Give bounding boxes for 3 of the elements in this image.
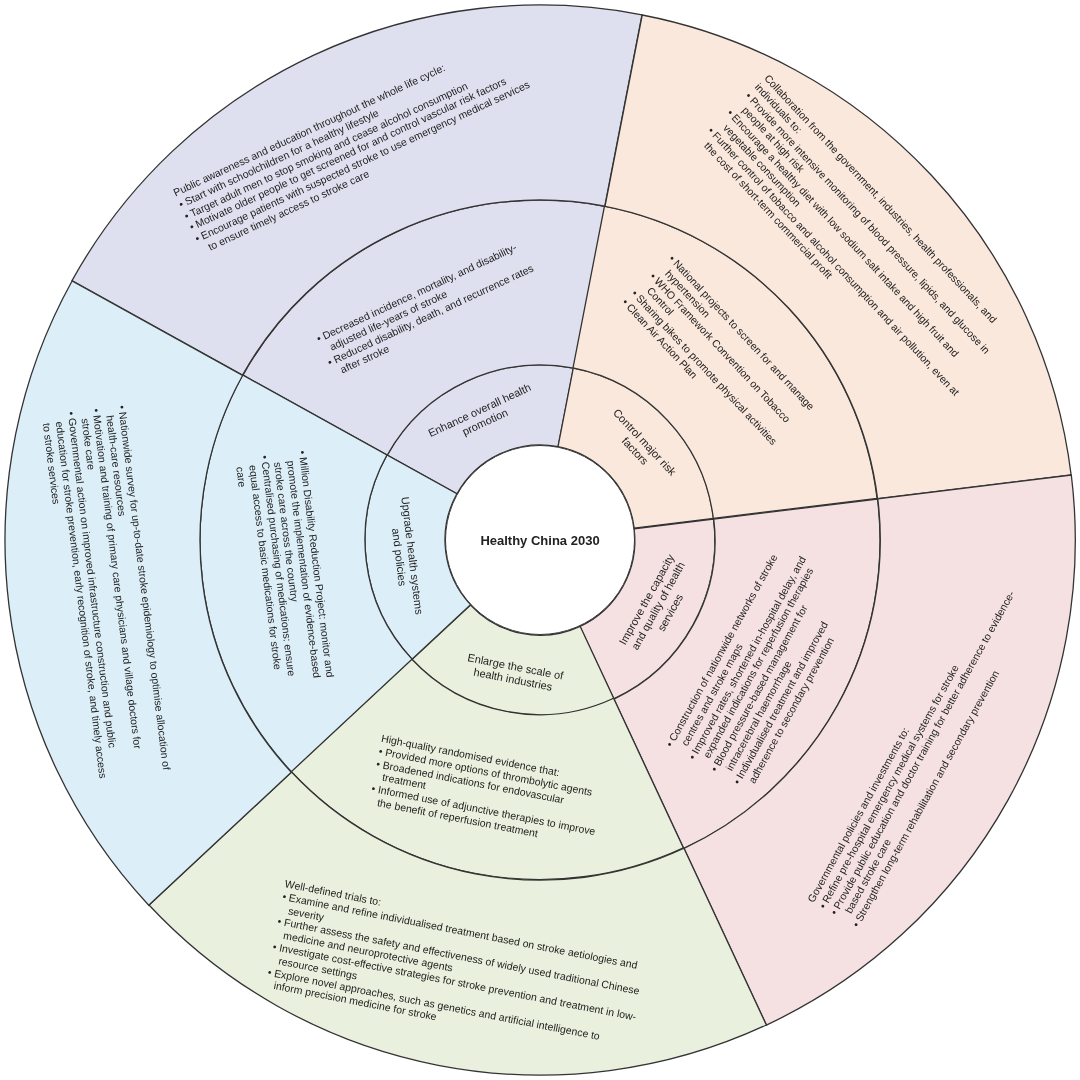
sector-title: Upgrade health systems and policies <box>388 495 426 618</box>
sector-title: Enlarge the scale of health industries <box>465 650 566 695</box>
center-title: Healthy China 2030 <box>480 532 600 548</box>
